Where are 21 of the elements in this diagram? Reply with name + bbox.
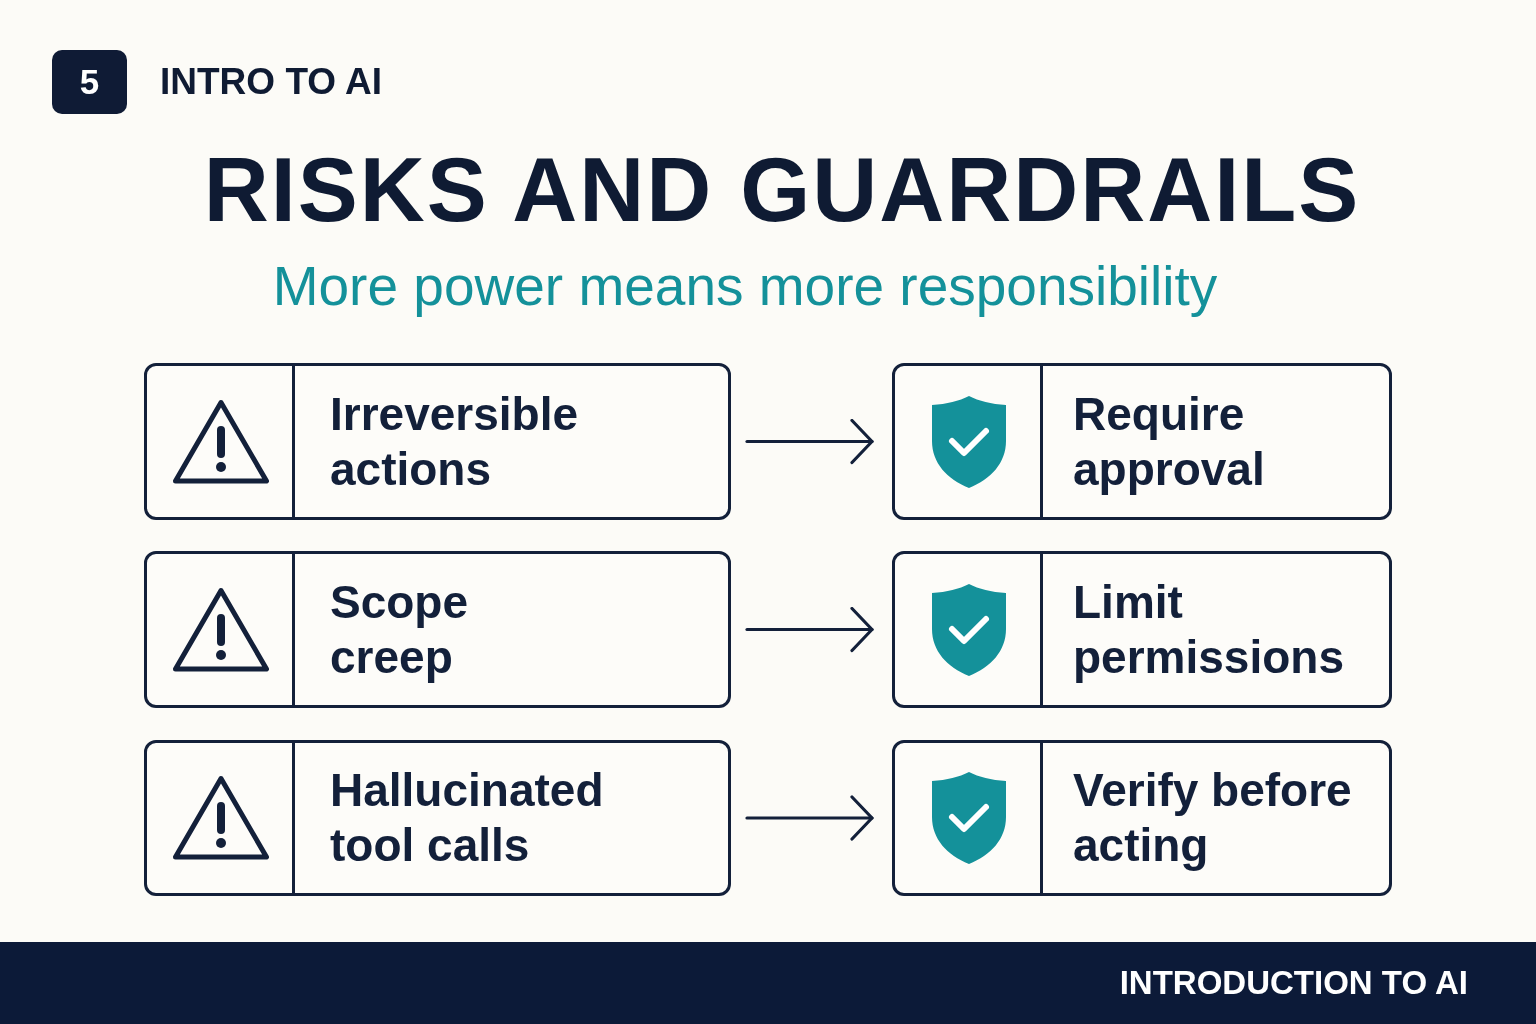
risk-text: Scope creep (330, 574, 470, 685)
guardrail-card (892, 740, 1392, 896)
guardrail-text: Require approval (1073, 386, 1266, 497)
risk-text: Hallucinated tool calls (330, 763, 605, 873)
arrow (745, 418, 874, 465)
guardrail-text: Verify before acting (1073, 763, 1353, 873)
section-label: INTRO TO AI (160, 61, 382, 103)
number-badge: 5 (52, 50, 127, 114)
arrow (745, 795, 874, 841)
guardrail-text: Limit permissions (1073, 574, 1345, 685)
risk-card (144, 363, 731, 520)
risk-text: Irreversible actions (330, 386, 580, 497)
risk-card (144, 740, 731, 896)
footer-text: INTRODUCTION TO AI (1119, 963, 1468, 1003)
subtitle: More power means more responsibility (271, 254, 1219, 318)
arrow (745, 606, 874, 653)
footer-bar (0, 942, 1536, 1024)
risk-card (144, 551, 731, 708)
guardrail-card (892, 551, 1392, 708)
guardrail-card (892, 363, 1392, 520)
title: RISKS AND GUARDRAILS (202, 139, 1362, 242)
